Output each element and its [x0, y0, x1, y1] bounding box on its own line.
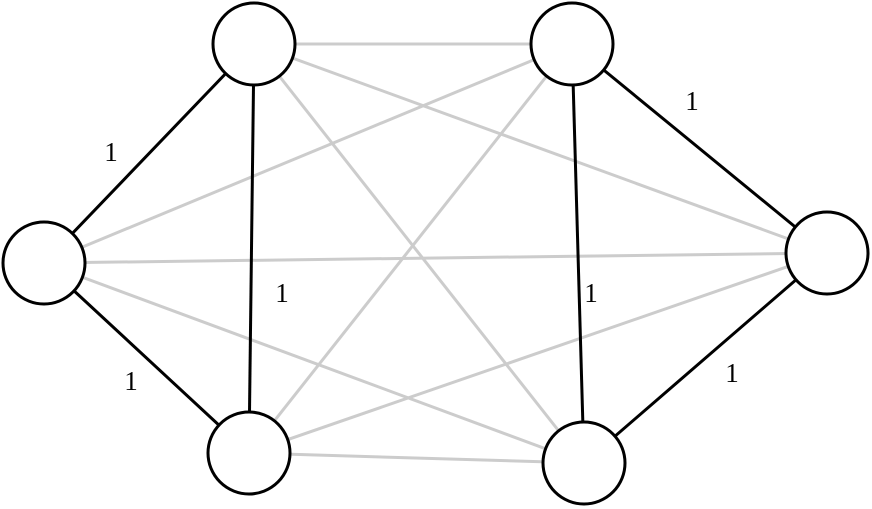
strong-edge-TL-BL — [247, 43, 256, 454]
edge-weight-label-L-BL: 1 — [124, 366, 138, 396]
strong-edges-group — [42, 42, 828, 465]
strong-edge-BR-R — [583, 251, 828, 465]
weak-edge-BL-R — [248, 251, 828, 455]
edge-labels-group: 1 1 1 1 1 1 — [104, 86, 739, 396]
node-BR — [541, 420, 627, 506]
weak-edges-group — [43, 42, 828, 465]
weak-edge-TL-R — [253, 42, 828, 255]
edge-weight-label-TR-BR: 1 — [584, 278, 598, 308]
edge-weight-label-L-TL: 1 — [104, 137, 118, 167]
weak-edge-L-TR — [43, 42, 573, 265]
node-TL — [211, 1, 297, 87]
weak-edge-BL-TR — [247, 43, 574, 454]
edge-weight-label-TL-BL: 1 — [275, 278, 289, 308]
weak-edge-TL-BR — [252, 43, 586, 464]
weak-edge-L-R — [43, 251, 828, 265]
weak-edge-L-BR — [43, 261, 585, 465]
edge-weight-label-BR-R: 1 — [725, 358, 739, 388]
edge-weight-label-TR-R: 1 — [685, 86, 699, 116]
node-BL — [206, 410, 292, 496]
strong-edge-TR-R — [571, 42, 828, 255]
strong-edge-L-BL — [42, 261, 251, 455]
node-R — [784, 210, 870, 296]
node-L — [1, 220, 87, 306]
node-TR — [529, 1, 615, 87]
strong-edge-L-TL — [42, 42, 256, 265]
weak-edge-BL-BR — [248, 451, 585, 465]
strong-edge-TR-BR — [570, 43, 586, 464]
